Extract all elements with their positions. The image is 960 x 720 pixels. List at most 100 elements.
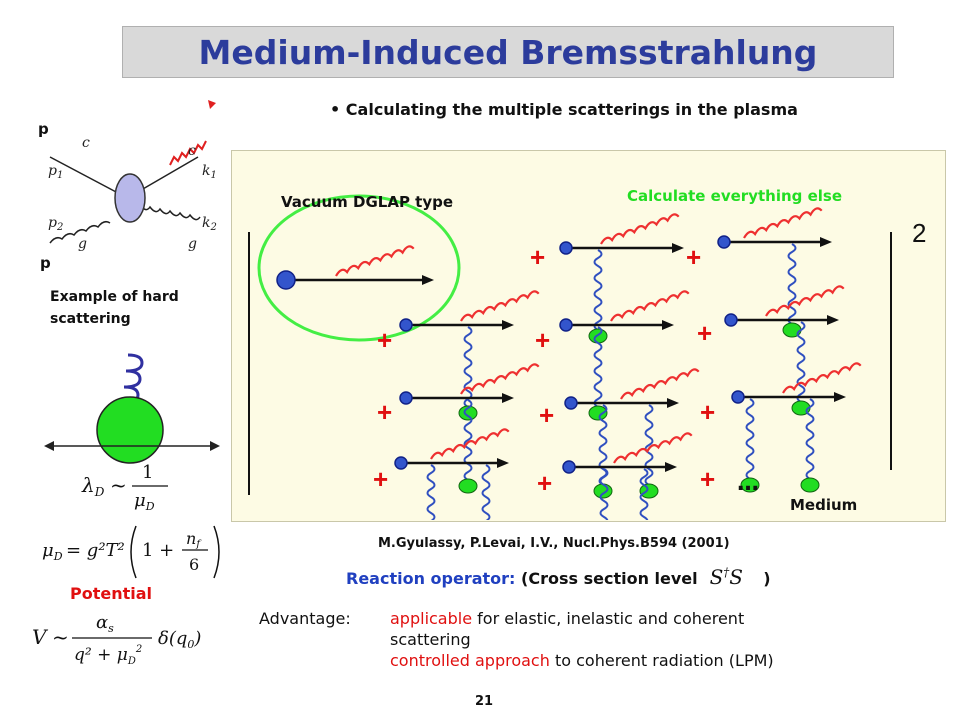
proton-bottom-label: p bbox=[40, 254, 51, 272]
label-c-out: c bbox=[188, 143, 196, 159]
vacuum-circle bbox=[257, 194, 461, 342]
advantage-row-2: controlled approach to coherent radiatio… bbox=[259, 650, 774, 671]
right-arrowhead bbox=[210, 441, 220, 451]
numerator-one: 1 bbox=[142, 462, 153, 483]
plus-sign: + bbox=[377, 397, 393, 427]
incoming-quark-line bbox=[49, 156, 119, 194]
vacuum-label: Vacuum DGLAP type bbox=[281, 193, 454, 211]
medium-source bbox=[458, 478, 478, 494]
reference-citation: M.Gyulassy, P.Levai, I.V., Nucl.Phys.B59… bbox=[378, 536, 730, 551]
debye-length-formula: λD ~ 1 μD bbox=[81, 462, 168, 513]
advantage-row-1: Advantage: applicable for elastic, inela… bbox=[259, 608, 774, 629]
delta-term: δ(q0) bbox=[158, 628, 201, 651]
right-paren bbox=[213, 525, 220, 579]
quark-dot bbox=[276, 270, 296, 290]
slide-title: Medium-Induced Bremsstrahlung bbox=[198, 32, 818, 72]
tilde-symbol-2: ~ bbox=[52, 625, 69, 649]
left-paren bbox=[130, 525, 137, 579]
debye-mass-formula: μD = g²T² 1 + nf 6 bbox=[42, 525, 220, 579]
s-dagger-s: S†S bbox=[709, 565, 743, 589]
radiated-gluon bbox=[613, 432, 693, 464]
label-k2: k2 bbox=[202, 215, 217, 233]
label-k1: k1 bbox=[202, 163, 217, 181]
bullet-text: • Calculating the multiple scatterings i… bbox=[330, 100, 798, 119]
calculate-label: Calculate everything else bbox=[627, 187, 843, 205]
medium-exchange bbox=[463, 326, 473, 408]
medium-exchange bbox=[644, 404, 654, 486]
potential-formula: V ~ αs q² + μD2 δ(q0) bbox=[32, 612, 201, 667]
quark-arrowhead bbox=[422, 275, 434, 285]
plus-sign: + bbox=[373, 464, 389, 494]
quark-arrowhead bbox=[662, 320, 674, 330]
proton-top-label: p bbox=[38, 120, 49, 138]
left-arrowhead bbox=[44, 441, 54, 451]
source-blob bbox=[96, 396, 164, 464]
caption-line-1: Example of hard bbox=[50, 289, 179, 305]
nf-symbol: nf bbox=[186, 529, 202, 550]
medium-exchange bbox=[787, 243, 797, 325]
advantage-text-1: for elastic, inelastic and coherent bbox=[477, 609, 745, 628]
debye-potential-illustration bbox=[44, 353, 220, 464]
outgoing-gluon-line bbox=[139, 204, 201, 221]
medium-exchange bbox=[593, 249, 603, 331]
label-g-out: g bbox=[188, 236, 197, 252]
one-plus: 1 + bbox=[142, 540, 174, 561]
label-p1: p1 bbox=[48, 163, 63, 181]
quark-arrowhead bbox=[667, 398, 679, 408]
quark-arrowhead bbox=[665, 462, 677, 472]
outgoing-quark-line bbox=[135, 156, 199, 194]
denominator-mu: μD bbox=[134, 490, 155, 513]
page-number: 21 bbox=[475, 694, 494, 709]
plus-sign: + bbox=[700, 464, 716, 494]
plus-sign: + bbox=[539, 400, 555, 430]
quark-dot bbox=[731, 390, 745, 404]
advantage-text-2: to coherent radiation (LPM) bbox=[554, 651, 774, 670]
plus-sign: + bbox=[686, 242, 702, 272]
medium-exchange bbox=[805, 398, 815, 480]
denominator: q² + μD2 bbox=[74, 644, 142, 667]
label-p2: p2 bbox=[48, 215, 63, 233]
ellipsis: … bbox=[737, 471, 759, 496]
applicable-highlight: applicable bbox=[390, 609, 473, 628]
radiated-gluon bbox=[460, 363, 540, 395]
radiated-gluon bbox=[765, 285, 845, 317]
plus-sign: + bbox=[697, 318, 713, 348]
incoming-gluon-line bbox=[49, 220, 111, 244]
plus-sign: + bbox=[700, 397, 716, 427]
medium-source bbox=[458, 405, 478, 421]
medium-source bbox=[800, 477, 820, 493]
vertex-blob bbox=[114, 173, 146, 223]
label-c-in: c bbox=[82, 135, 90, 151]
scattering-diagrams bbox=[248, 194, 892, 520]
radiated-gluon bbox=[610, 290, 690, 322]
quark-arrowhead bbox=[497, 458, 509, 468]
radiated-gluon bbox=[782, 362, 862, 394]
six: 6 bbox=[189, 555, 199, 574]
hard-scattering-diagram: c c p1 k1 p2 k2 g g bbox=[48, 100, 217, 252]
quark-arrowhead bbox=[502, 393, 514, 403]
radiated-gluon bbox=[460, 290, 540, 322]
medium-exchange bbox=[639, 468, 649, 520]
quark-dot bbox=[559, 241, 573, 255]
square-superscript: 2 bbox=[912, 218, 927, 248]
controlled-approach-highlight: controlled approach bbox=[390, 651, 550, 670]
medium-source bbox=[593, 483, 613, 499]
v-symbol: V bbox=[32, 625, 49, 649]
photon-arrowhead bbox=[208, 100, 216, 109]
medium-source bbox=[740, 477, 760, 493]
medium-source bbox=[639, 483, 659, 499]
cross-section-text: (Cross section level bbox=[521, 569, 698, 588]
plus-sign: + bbox=[377, 325, 393, 355]
g2t2-term: = g²T² bbox=[66, 540, 125, 561]
quark-dot bbox=[399, 318, 413, 332]
potential-label: Potential bbox=[70, 584, 153, 603]
quark-dot bbox=[564, 396, 578, 410]
medium-exchange bbox=[599, 468, 609, 520]
quark-arrowhead bbox=[672, 243, 684, 253]
tilde-symbol: ~ bbox=[110, 473, 127, 497]
plus-sign: + bbox=[530, 242, 546, 272]
medium-exchange bbox=[745, 398, 755, 480]
quark-dot bbox=[562, 460, 576, 474]
advantage-block: Advantage: applicable for elastic, inela… bbox=[259, 608, 774, 671]
quark-arrowhead bbox=[827, 315, 839, 325]
